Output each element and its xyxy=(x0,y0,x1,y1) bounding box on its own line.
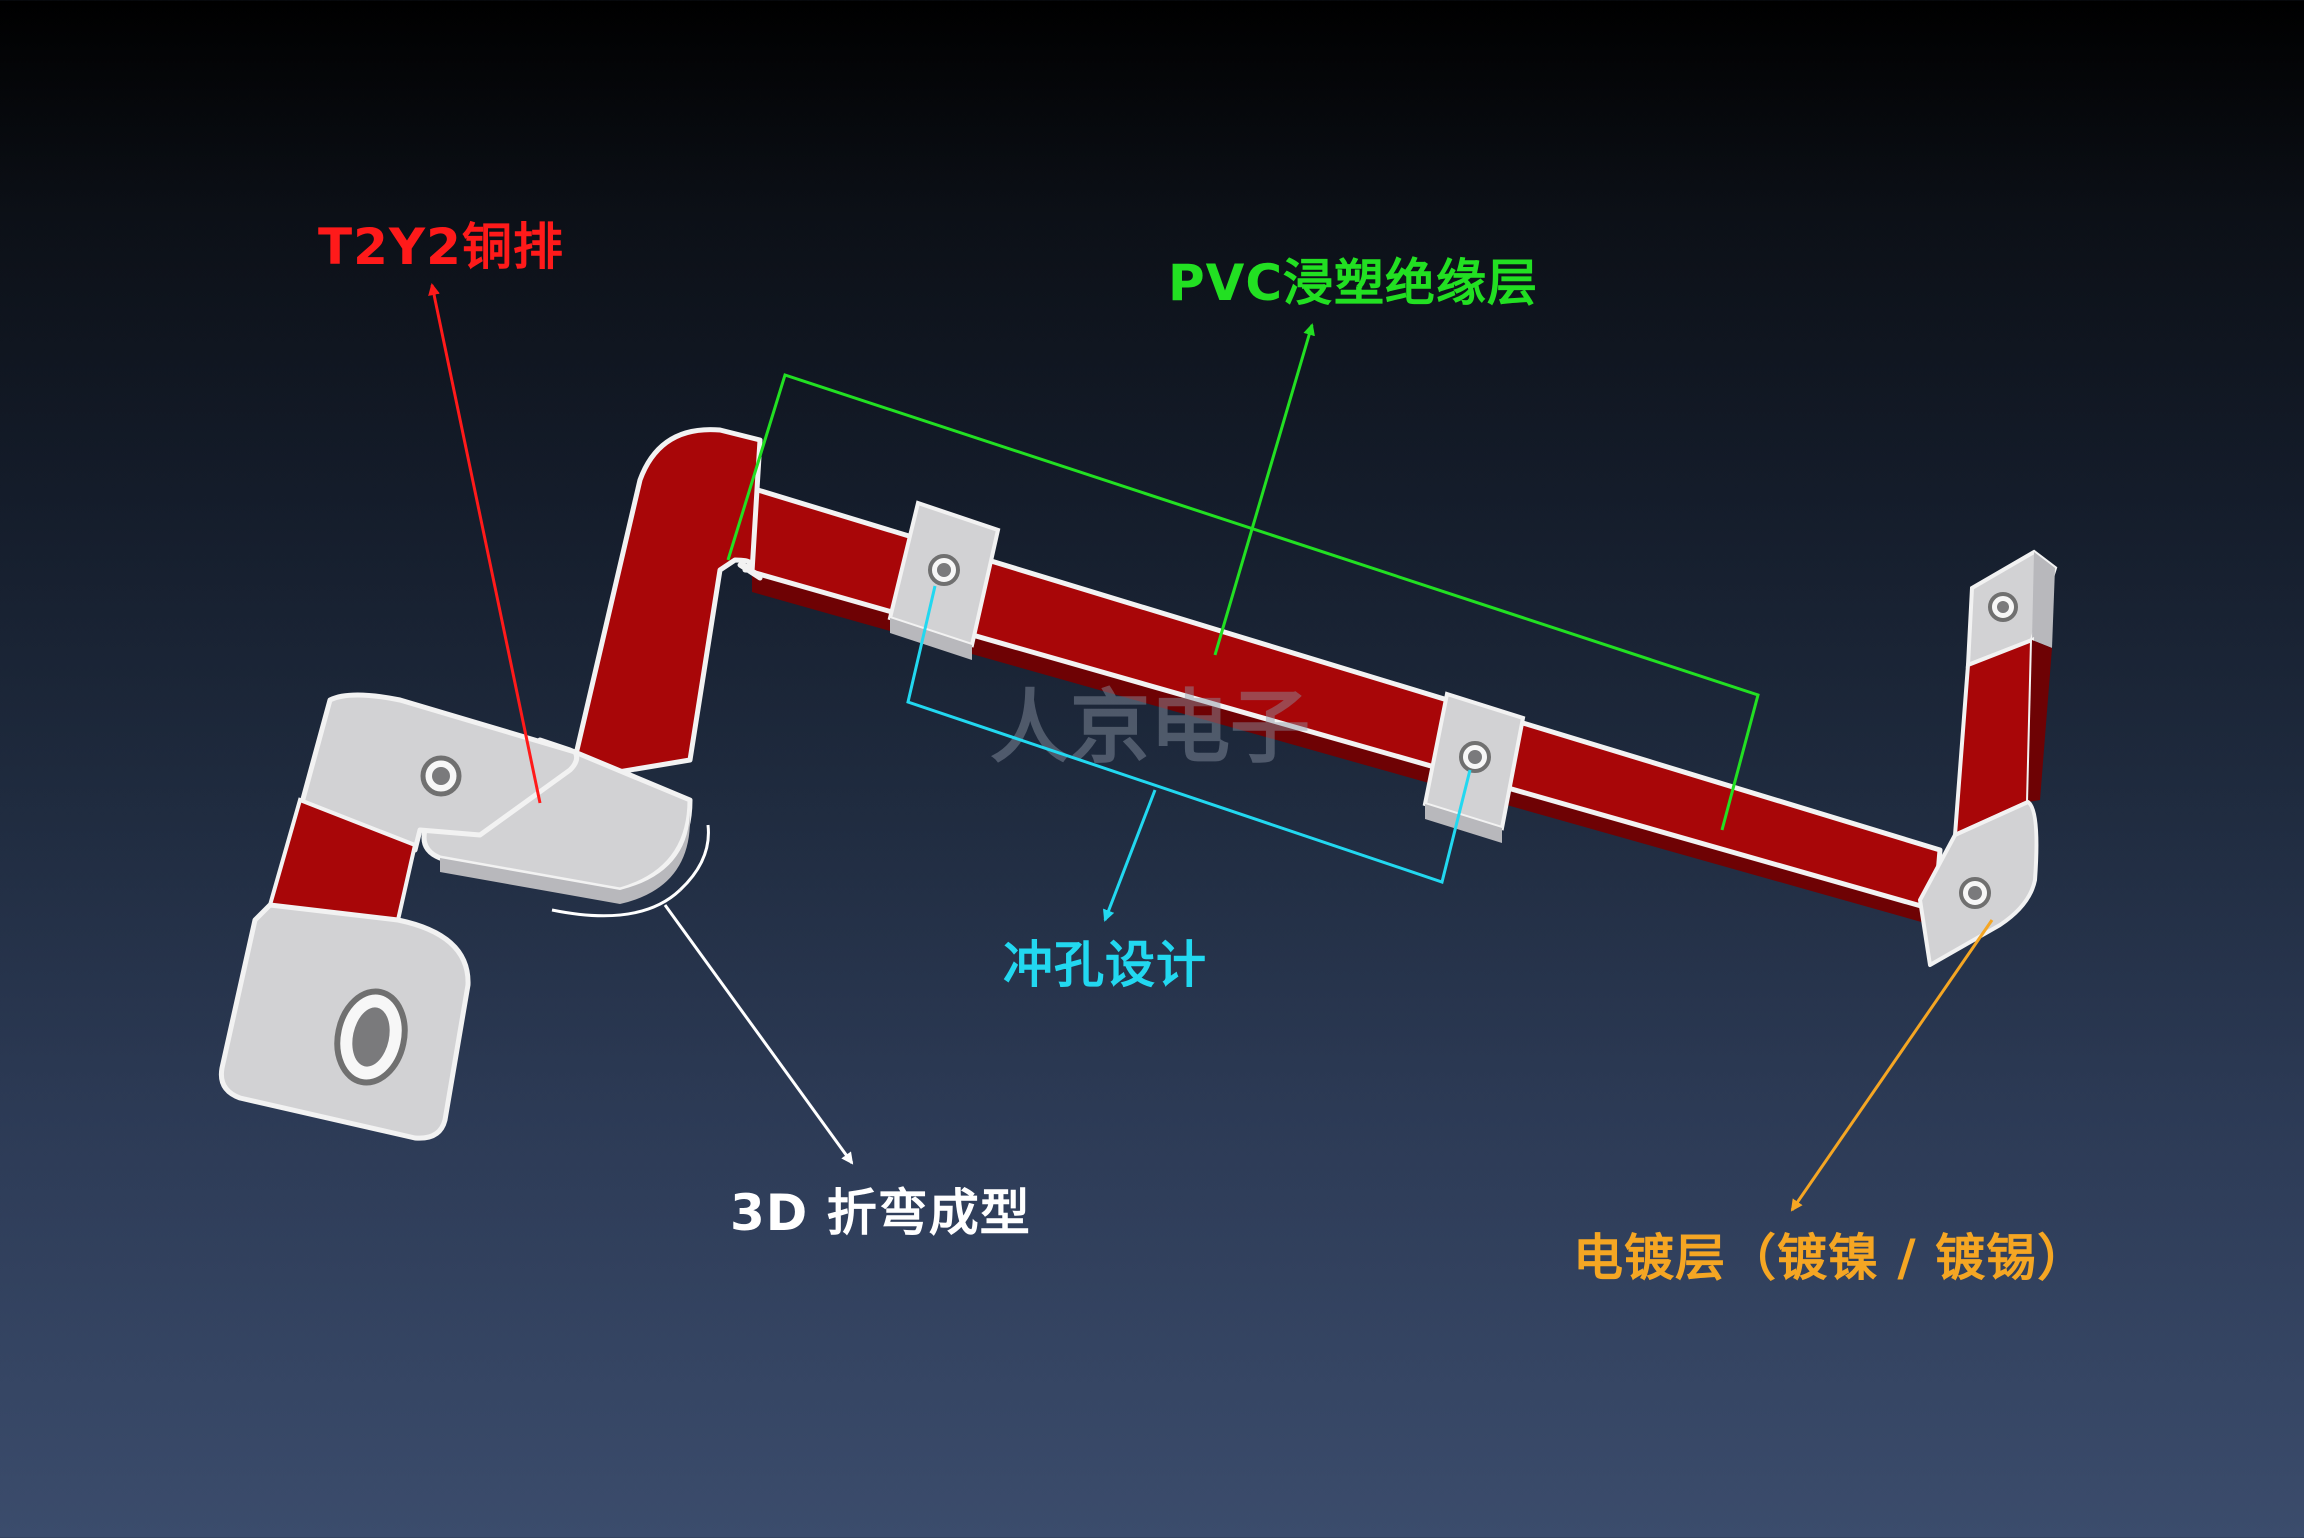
right-vertical-insulation-side xyxy=(2028,640,2052,802)
left-terminal xyxy=(218,692,580,1141)
plating-leader xyxy=(1790,919,1994,1212)
punch-band-1-side xyxy=(890,618,972,660)
mounting-hole-icon xyxy=(1988,592,2018,622)
long-bar-side xyxy=(752,572,1932,925)
mounting-hole-icon xyxy=(928,554,960,586)
right-terminal xyxy=(1918,549,2058,967)
mounting-hole-icon xyxy=(1459,741,1491,773)
punch-bracket xyxy=(906,585,1472,884)
pvc-leader xyxy=(1213,323,1315,656)
mounting-hole-icon xyxy=(1959,877,1991,909)
label-copper: T2Y2铜排 xyxy=(318,218,564,276)
bend-leader xyxy=(663,904,854,1165)
bend-metal-face xyxy=(421,737,693,893)
bend-curve xyxy=(551,888,682,918)
long-bar xyxy=(722,477,1943,925)
bend-metal-edge xyxy=(440,805,691,904)
copper-leader xyxy=(428,283,542,804)
label-pvc-insulation: PVC浸塑绝缘层 xyxy=(1168,254,1539,312)
watermark: 人京电子 xyxy=(990,681,1310,774)
punch-leader xyxy=(1102,789,1157,922)
label-punch-design: 冲孔设计 xyxy=(1003,936,1207,994)
right-tab-side xyxy=(2032,552,2055,648)
upper-leg-face xyxy=(567,427,763,783)
upper-leg xyxy=(567,427,763,783)
punch-band-2-side xyxy=(1425,804,1502,843)
label-3d-bending: 3D 折弯成型 xyxy=(730,1184,1031,1242)
bend-curve xyxy=(678,824,710,892)
mounting-hole-icon xyxy=(334,988,408,1086)
mounting-hole-icon xyxy=(420,755,462,797)
bend-section xyxy=(421,737,693,904)
label-plating-layer: 电镀层（镀镍 / 镀锡） xyxy=(1573,1229,2089,1287)
pvc-bracket xyxy=(726,373,1760,831)
